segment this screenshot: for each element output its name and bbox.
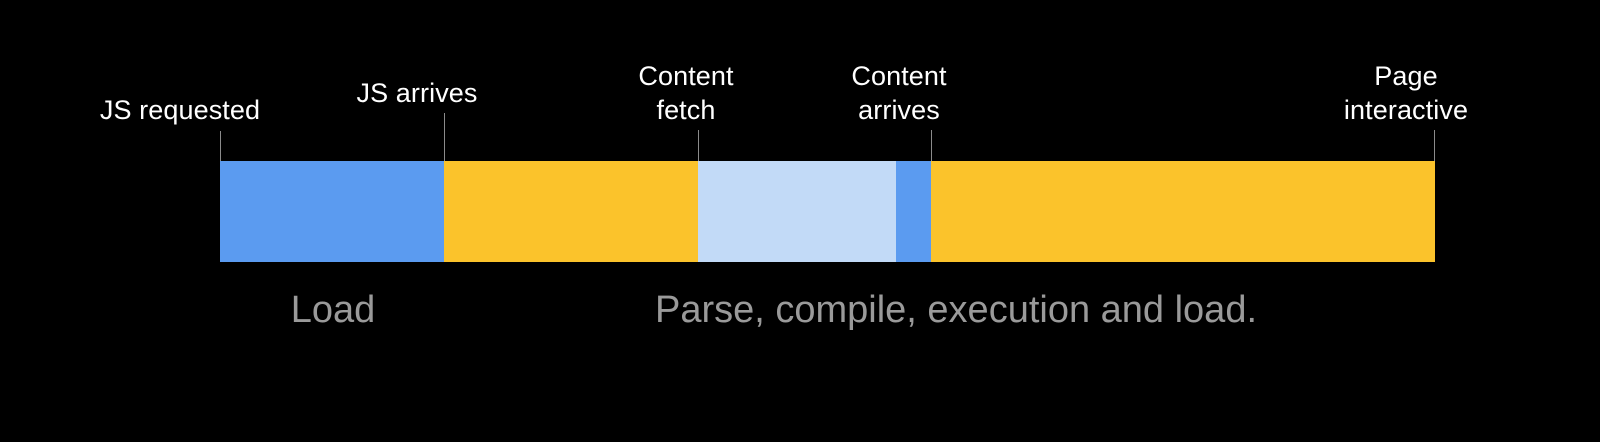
marker-tick-page-interactive bbox=[1434, 130, 1435, 161]
bar-segment-parse-compile-1 bbox=[444, 161, 698, 262]
caption-load: Load bbox=[290, 289, 376, 331]
marker-tick-content-fetch bbox=[698, 130, 699, 161]
marker-tick-js-arrives bbox=[444, 113, 445, 161]
bar-segment-content-arrival bbox=[896, 161, 931, 262]
marker-label-js-arrives: JS arrives bbox=[356, 78, 478, 108]
bar-segment-content-fetch bbox=[698, 161, 896, 262]
marker-tick-js-requested bbox=[220, 131, 221, 161]
marker-tick-content-arrives bbox=[931, 130, 932, 161]
bar-segment-execution-load bbox=[931, 161, 1435, 262]
marker-label-content-fetch: Content fetch bbox=[638, 61, 734, 125]
marker-label-js-requested: JS requested bbox=[99, 95, 261, 125]
marker-label-content-arrives: Content arrives bbox=[851, 61, 947, 125]
bar-segment-load-request bbox=[220, 161, 444, 262]
marker-label-page-interactive: Page interactive bbox=[1343, 61, 1469, 125]
caption-parse-compile-execution-load: Parse, compile, execution and load. bbox=[654, 289, 1258, 331]
timeline-bar bbox=[220, 161, 1435, 262]
